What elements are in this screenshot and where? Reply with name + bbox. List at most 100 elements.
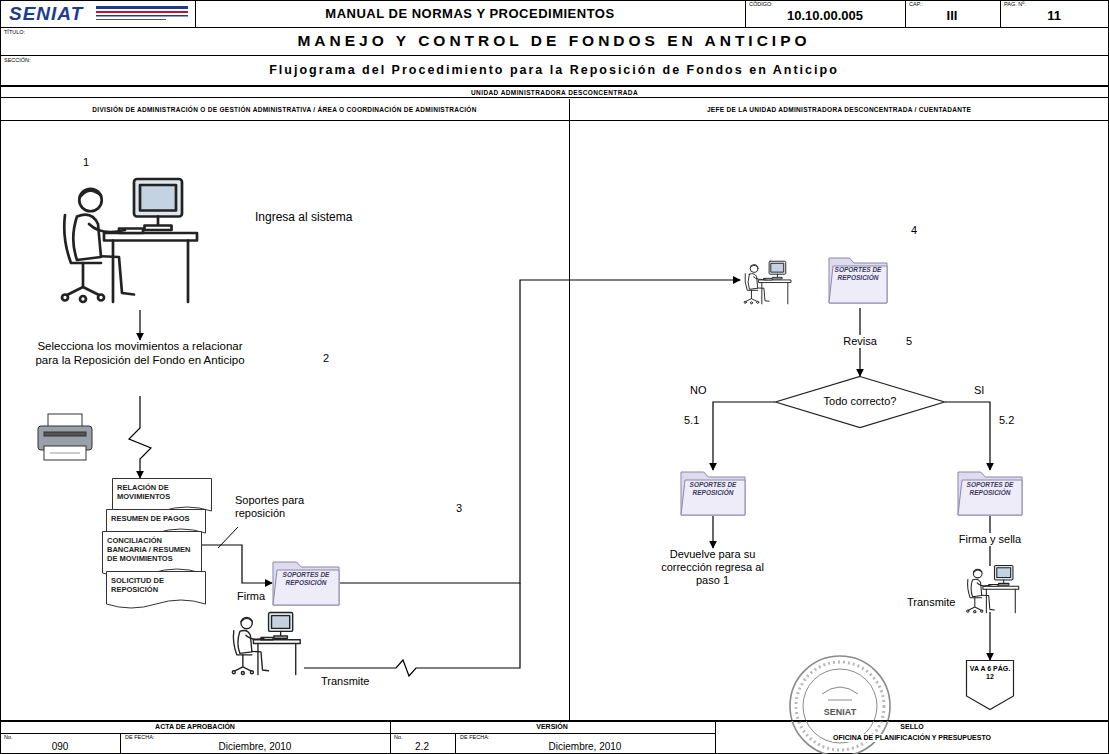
connector-group	[129, 280, 990, 660]
folder-icon: SOPORTES DE REPOSICIÓN	[680, 470, 746, 516]
table-rule	[0, 733, 715, 734]
edge-label: Revisa	[842, 335, 878, 348]
document-outline	[107, 572, 206, 609]
table-heading: ACTA DE APROBACIÓN	[154, 723, 236, 731]
flow-connector	[712, 516, 713, 548]
callout-number: 5	[905, 335, 913, 348]
edge-label: SI	[973, 384, 985, 397]
flow-connector	[202, 545, 272, 583]
manual-name: MANUAL DE NORMAS Y PROCEDIMIENTOS	[324, 7, 615, 22]
field-caption: CAP.:	[908, 1, 924, 7]
node-text: SOPORTES DE REPOSICIÓN	[828, 252, 888, 282]
table-rule	[745, 0, 746, 27]
folder-icon: SOPORTES DE REPOSICIÓN	[740, 252, 890, 308]
table-rule	[195, 0, 196, 27]
field-caption: TÍTULO:	[3, 29, 26, 35]
reviewer-figure	[967, 565, 1019, 612]
action-label: Firma y sella	[958, 533, 1022, 546]
edge-label: NO	[689, 384, 708, 397]
offpage-outline	[967, 661, 1014, 710]
table-cell: Diciembre, 2010	[218, 741, 293, 753]
flow-connector	[129, 396, 151, 478]
node-text: Selecciona los movimientos a relacionar …	[30, 340, 250, 368]
printer-line	[50, 453, 80, 454]
annotation: Soportes para reposición	[234, 494, 328, 519]
node-text: VA A 6 PÁG. 12	[966, 660, 1014, 681]
callout-number: 5.1	[683, 414, 700, 427]
table-cell: Diciembre, 2010	[548, 741, 623, 753]
logo-bar	[96, 6, 188, 9]
field-caption: DE FECHA:	[124, 734, 155, 740]
action-label: Transmite	[906, 596, 957, 609]
activity-text: Selecciona los movimientos a relacionar …	[30, 340, 250, 396]
action-label: Firma	[236, 590, 266, 603]
table-rule	[120, 733, 121, 754]
node-text: CONCILIACIÓN BANCARIA / RESUMEN DE MOVIM…	[102, 531, 202, 563]
callout-number: 5.2	[998, 414, 1015, 427]
node-text: SOPORTES DE REPOSICIÓN	[957, 470, 1023, 497]
logo-bar	[96, 15, 188, 17]
node-text: RELACIÓN DE MOVIMIENTOS	[112, 478, 212, 501]
action-label: Transmite	[320, 675, 371, 688]
header-table	[0, 0, 1109, 86]
node-text: RESUMEN DE PAGOS	[106, 509, 206, 523]
node-text: UNIDAD ADMINISTRADORA DESCONCENTRADA	[1, 87, 1108, 98]
table-rule	[0, 27, 1109, 28]
node-text: DIVISIÓN DE ADMINISTRACIÓN O DE GESTIÓN …	[0, 99, 569, 121]
diamond-outline	[776, 377, 945, 428]
activity-figure-outline	[50, 170, 370, 310]
page-number: 11	[1046, 9, 1062, 24]
printer-output	[44, 446, 86, 460]
document-code: 10.10.00.005	[786, 9, 864, 24]
callout-number: 3	[455, 502, 463, 515]
node-text: Todo correcto?	[814, 395, 906, 408]
stamp-text: SENIAT	[823, 707, 857, 717]
table-rule	[905, 0, 906, 27]
table-rule	[0, 55, 1109, 56]
table-heading: SELLO	[899, 723, 924, 731]
flow-connector	[340, 280, 740, 583]
table-border	[1, 1, 1109, 86]
swimlane-pool: UNIDAD ADMINISTRADORA DESCONCENTRADADIVI…	[0, 86, 1109, 721]
field-caption: No.	[3, 734, 14, 740]
flow-connector	[945, 402, 990, 470]
section-name: Flujograma del Procedimiento para la Rep…	[268, 63, 840, 77]
node-text: SOLICITUD DE REPOSICIÓN	[106, 571, 206, 594]
node-text: JEFE DE LA UNIDAD ADMINISTRADORA DESCONC…	[570, 99, 1108, 121]
signer-figure	[232, 613, 300, 675]
field-caption: No.	[393, 734, 404, 740]
activity-text: Devuelve para su corrección regresa al p…	[655, 548, 770, 602]
document-outline	[103, 532, 202, 578]
folder-icon: SOPORTES DE REPOSICIÓN	[957, 470, 1023, 516]
logo-bars	[96, 6, 188, 20]
folder-icon: SOPORTES DE REPOSICIÓN	[272, 560, 340, 606]
document-shape: SOLICITUD DE REPOSICIÓN	[106, 571, 206, 612]
swimlane-lane: DIVISIÓN DE ADMINISTRACIÓN O DE GESTIÓN …	[0, 99, 570, 720]
stamp-emblem	[822, 687, 858, 700]
logo-bar	[96, 11, 188, 13]
table-rule	[715, 721, 716, 754]
person-figure	[744, 261, 791, 304]
document-title: MANEJO Y CONTROL DE FONDOS EN ANTICIPO	[296, 32, 811, 50]
footer-table	[0, 721, 1109, 754]
node-text: Ingresa al sistema	[255, 210, 367, 224]
swimlane-lane: JEFE DE LA UNIDAD ADMINISTRADORA DESCONC…	[570, 99, 1108, 720]
callout-number: 4	[910, 224, 918, 237]
printer-slot	[44, 432, 86, 436]
logo-bar	[96, 19, 166, 20]
office-name: OFICINA DE PLANIFICACIÓN Y PRESUPUESTO	[832, 734, 992, 742]
offpage-connector: VA A 6 PÁG. 12	[966, 660, 1014, 710]
table-cell: 2.2	[414, 741, 430, 753]
table-rule	[1000, 0, 1001, 27]
decision-diamond: Todo correcto?	[775, 376, 945, 428]
field-caption: CÓDIGO:	[748, 1, 774, 7]
table-border	[1, 722, 1109, 754]
table-rule	[390, 721, 391, 754]
table-heading: VERSIÓN	[535, 723, 569, 731]
field-caption: PAG. Nº:	[1003, 1, 1027, 7]
printer-icon	[38, 414, 92, 460]
